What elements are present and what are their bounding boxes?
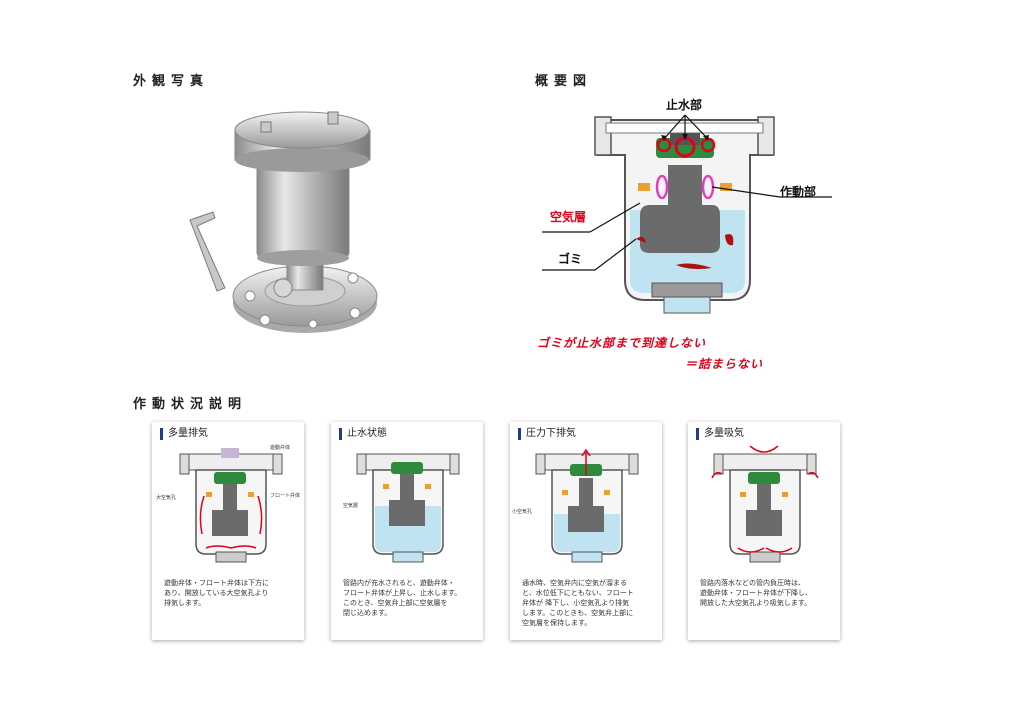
card-label: 大空気孔 xyxy=(156,495,177,501)
status-card-water-stop: 止水状態 空気層 管路内が充水されると、遊動弁体・ フロート弁体が上昇し、止水し… xyxy=(331,422,483,640)
card-description: 管路内落水などの管内負圧時は、 遊動弁体・フロート弁体が下降し、 開放した大空気… xyxy=(700,579,812,607)
card-label: 小空気孔 xyxy=(512,509,533,515)
card-title: 多量排気 xyxy=(160,428,208,440)
label-air-layer: 空気層 xyxy=(550,210,587,224)
card-label: 空気層 xyxy=(343,503,359,509)
card-description: 通水時、空気弁内に空気が溜まる と、水位低下にともない、フロート 弁体が 降下し… xyxy=(522,579,634,627)
card-title: 圧力下排気 xyxy=(518,428,576,440)
overview-diagram xyxy=(542,114,832,314)
label-stop-water-part: 止水部 xyxy=(666,98,703,112)
card-diagram xyxy=(711,445,819,563)
card-diagram xyxy=(535,448,639,563)
card-title: 多量吸気 xyxy=(696,428,744,440)
card-description: 遊動弁体・フロート弁体は下方に あり、開放している大空気孔より 排気します。 xyxy=(164,579,269,607)
card-label: フロート弁体 xyxy=(270,493,301,499)
section-title-overview: 概要図 xyxy=(535,74,593,89)
card-title: 止水状態 xyxy=(339,428,387,440)
status-card-exhaust: 多量排気 遊動弁体 大空気孔 フロート弁体 遊動弁体・フロート弁体は下方に あり… xyxy=(152,422,304,640)
label-dust: ゴミ xyxy=(558,252,583,266)
section-title-status: 作動状況説明 xyxy=(133,397,248,412)
card-diagram xyxy=(179,448,283,563)
caption-line-1: ゴミが止水部まで到達しない xyxy=(537,336,707,350)
status-card-intake: 多量吸気 管路内落水などの管内負圧時は、 遊動弁体・フロート弁体が下降し、 開放… xyxy=(688,422,840,640)
card-label: 遊動弁体 xyxy=(270,445,291,451)
section-title-photo: 外観写真 xyxy=(133,74,210,89)
status-card-pressure-exhaust: 圧力下排気 小空気孔 通水時、空気弁内に空気が溜まる と、水位低下にともない、フ… xyxy=(510,422,662,640)
card-diagram xyxy=(356,453,460,563)
label-action-part: 作動部 xyxy=(780,185,817,199)
air-valve-photo xyxy=(189,111,378,333)
caption-line-2: ＝詰まらない xyxy=(685,357,764,371)
card-description: 管路内が充水されると、遊動弁体・ フロート弁体が上昇し、止水します。 このとき、… xyxy=(343,579,462,617)
